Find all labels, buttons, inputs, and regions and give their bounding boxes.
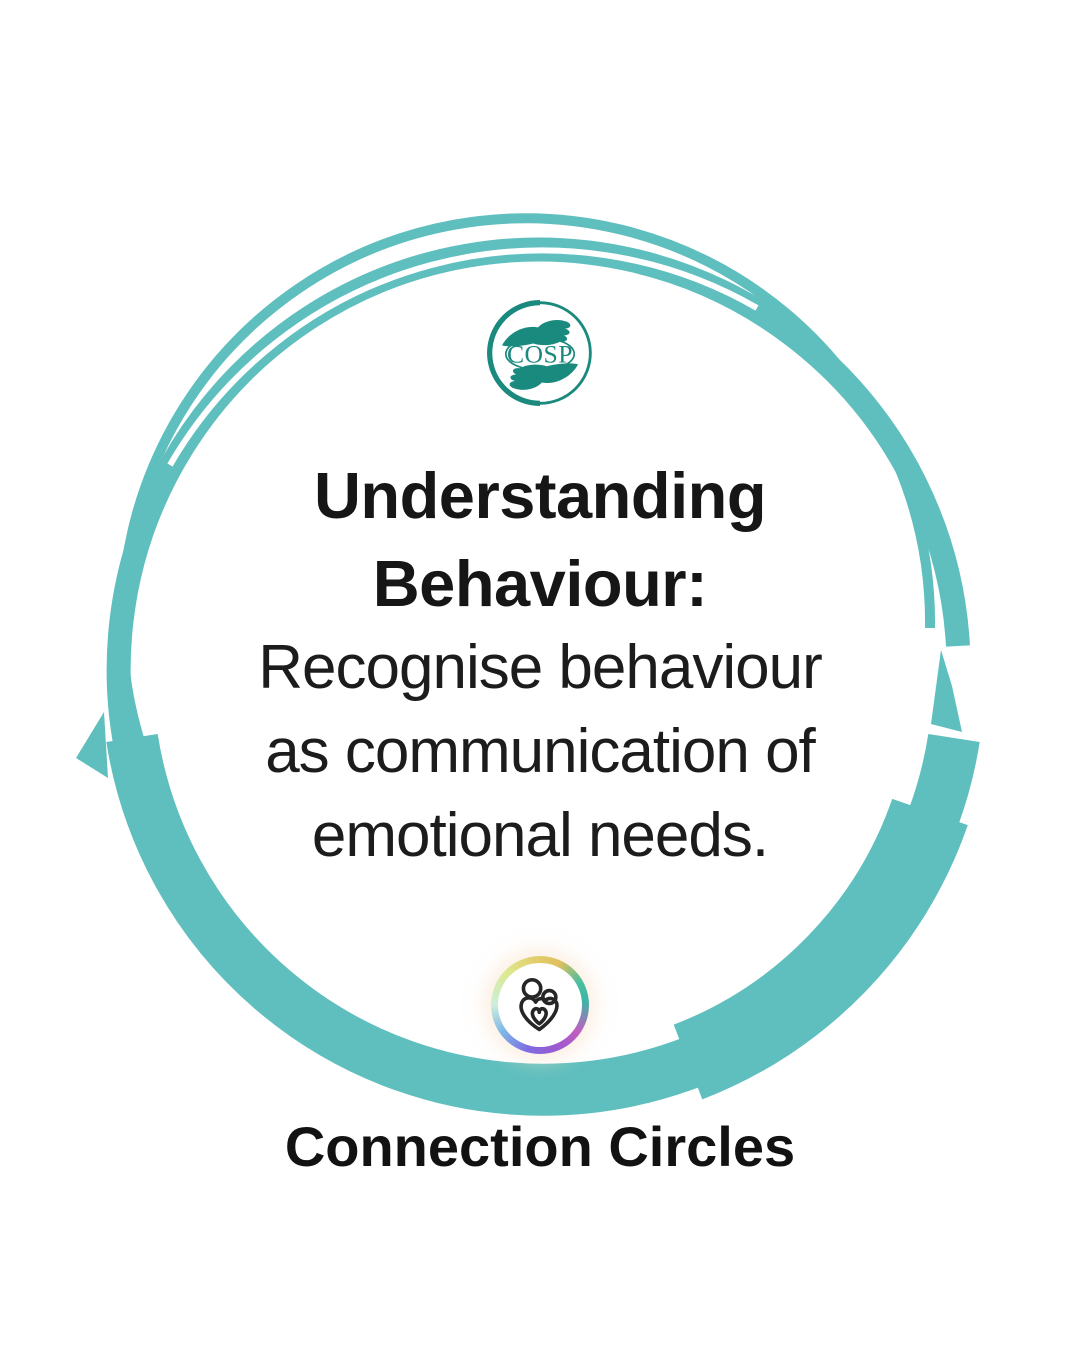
parent-child-heart-icon [519, 978, 559, 1032]
headline-line2: Behaviour: [372, 547, 708, 620]
brush-arc-top2 [117, 213, 936, 772]
brush-gap-1 [167, 247, 759, 467]
brush-gap-2 [274, 264, 507, 363]
body-line1: Recognise behaviour [258, 633, 823, 702]
headline: Understanding Behaviour: [0, 452, 1080, 628]
brush-arc-right-bulge [673, 798, 968, 1100]
body-copy: Recognise behaviour as communication of … [0, 626, 1080, 878]
brush-flick [931, 650, 962, 732]
cosp-hands-icon: COSP [487, 300, 592, 406]
cosp-logo: COSP [483, 296, 597, 410]
headline-line1: Understanding [313, 459, 767, 532]
brush-bump-left [76, 712, 108, 778]
cosp-wordmark: COSP [507, 340, 573, 369]
family-logo-inner [498, 963, 582, 1047]
body-line3: emotional needs. [311, 801, 769, 870]
family-logo [491, 956, 589, 1054]
brand-name: Connection Circles [284, 1115, 796, 1178]
body-line2: as communication of [265, 717, 816, 786]
hand-icon [502, 319, 571, 347]
